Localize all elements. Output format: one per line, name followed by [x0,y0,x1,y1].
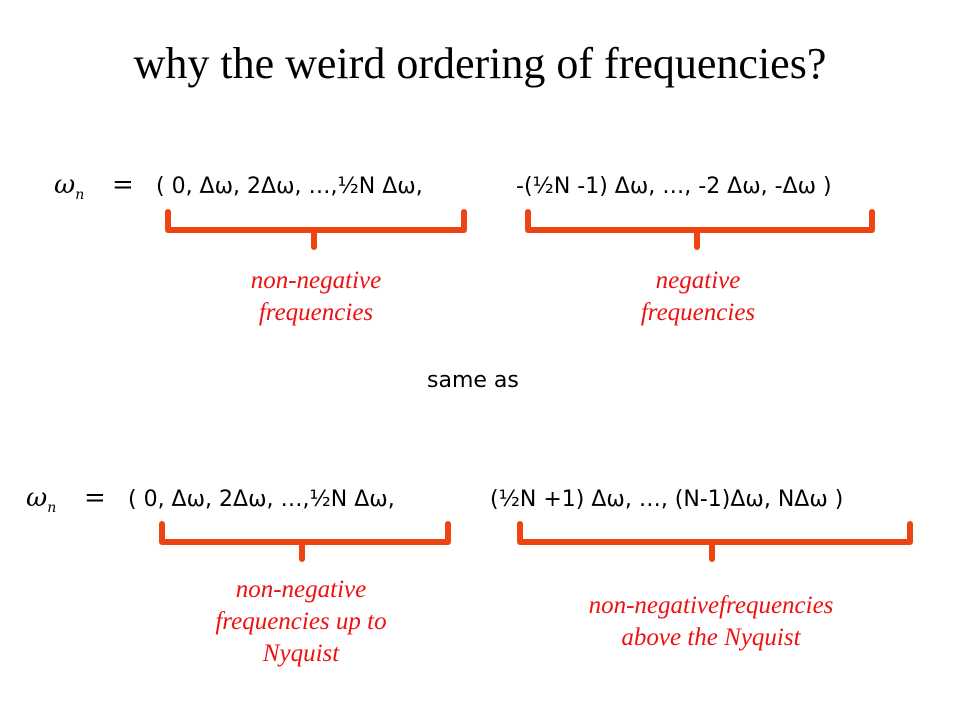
label-line: non-negative [250,267,382,294]
bracket-above-nyquist-2 [517,521,913,562]
label-line: negative [655,267,741,294]
omega-n-symbol-1: ωn [54,170,84,203]
label-line: frequencies up to [215,608,387,635]
sequence-right-2: (½N +1) Δω, …, (N-1)Δω, NΔω ) [490,487,844,512]
label-line: non-negativefrequencies [588,592,834,619]
label-line: non-negative [235,576,367,603]
label-negative-frequencies: negative frequencies [578,265,818,329]
label-line: frequencies [640,299,756,326]
omega-subscript: n [75,187,85,204]
equals-sign-2: = [84,483,106,513]
omega-symbol: ω [54,170,76,200]
bracket-non-negative-2 [159,521,451,562]
bracket-negative-1 [525,209,875,250]
sequence-right-1: -(½N -1) Δω, …, -2 Δω, -Δω ) [516,174,832,199]
label-line: frequencies [258,299,374,326]
bracket-non-negative-1 [165,209,467,250]
omega-n-symbol-2: ωn [26,483,56,516]
sequence-left-2: ( 0, Δω, 2Δω, …,½N Δω, [128,487,395,512]
slide-title: why the weird ordering of frequencies? [133,39,827,88]
omega-subscript: n [47,500,57,517]
label-non-negative-frequencies: non-negative frequencies [196,265,436,329]
omega-symbol: ω [26,483,48,513]
same-as-text: same as [427,368,519,393]
label-line: above the Nyquist [621,624,801,651]
label-non-negative-up-to-nyquist: non-negative frequencies up to Nyquist [176,574,426,670]
bracket-group [159,209,913,562]
sequence-left-1: ( 0, Δω, 2Δω, …,½N Δω, [156,174,423,199]
label-above-nyquist: non-negativefrequencies above the Nyquis… [536,590,886,654]
equals-sign-1: = [112,170,134,200]
label-line: Nyquist [262,640,340,667]
